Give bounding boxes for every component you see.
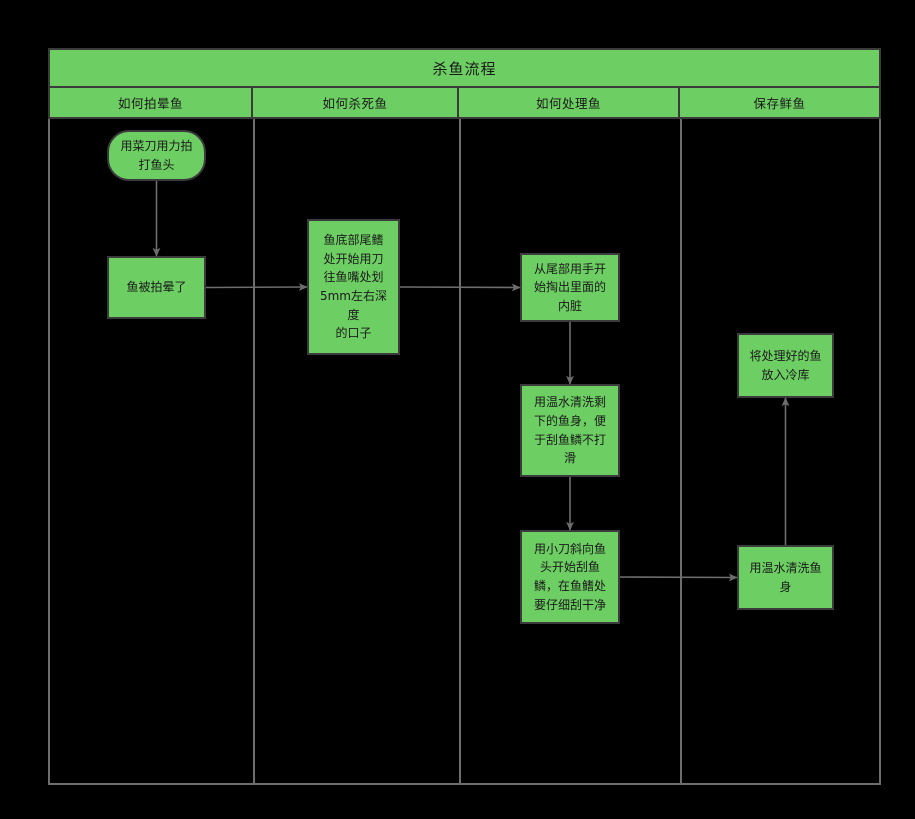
flow-node-label: 用菜刀用力拍 打鱼头 [120, 138, 193, 172]
lane-header-label: 如何拍晕鱼 [117, 96, 183, 111]
flow-node-n5[interactable]: 用温水清洗剩 下的鱼身，便 于刮鱼鳞不打 滑 [520, 384, 620, 477]
lane-divider-3 [680, 119, 682, 785]
lane-divider-2 [459, 119, 461, 785]
flow-node-label: 从尾部用手开 始掏出里面的 内脏 [533, 261, 606, 313]
lane-header-3[interactable]: 如何处理鱼 [457, 88, 680, 119]
flow-node-label: 将处理好的鱼 放入冷库 [749, 348, 822, 382]
flow-node-label: 鱼被拍晕了 [126, 280, 187, 295]
flow-node-label: 鱼底部尾鳍 处开始用刀 往鱼嘴处划 5mm左右深度 的口子 [319, 233, 387, 341]
diagram-title: 杀鱼流程 [48, 48, 881, 88]
flow-node-n7[interactable]: 将处理好的鱼 放入冷库 [737, 333, 834, 398]
lane-header-label: 保存鲜鱼 [753, 96, 806, 111]
lane-divider-1 [253, 119, 255, 785]
lane-dividers [48, 119, 881, 785]
flow-node-n8[interactable]: 用温水清洗鱼 身 [737, 545, 834, 610]
flow-node-n2[interactable]: 鱼被拍晕了 [107, 256, 206, 319]
lane-header-2[interactable]: 如何杀死鱼 [251, 88, 459, 119]
flow-node-label: 用温水清洗鱼 身 [749, 560, 822, 594]
flow-node-n3[interactable]: 鱼底部尾鳍 处开始用刀 往鱼嘴处划 5mm左右深度 的口子 [307, 219, 400, 355]
lane-header-label: 如何处理鱼 [535, 96, 601, 111]
lane-header-1[interactable]: 如何拍晕鱼 [48, 88, 253, 119]
flow-node-n4[interactable]: 从尾部用手开 始掏出里面的 内脏 [520, 253, 620, 322]
flow-node-n1[interactable]: 用菜刀用力拍 打鱼头 [107, 130, 206, 181]
lane-header-4[interactable]: 保存鲜鱼 [678, 88, 881, 119]
lane-header-label: 如何杀死鱼 [322, 96, 388, 111]
flow-node-label: 用温水清洗剩 下的鱼身，便 于刮鱼鳞不打 滑 [533, 395, 606, 466]
lane-header-row: 如何拍晕鱼 如何杀死鱼 如何处理鱼 保存鲜鱼 [48, 88, 881, 119]
flow-node-label: 用小刀斜向鱼 头开始刮鱼 鳞，在鱼鳍处 要仔细刮干净 [533, 541, 606, 612]
flow-node-n6[interactable]: 用小刀斜向鱼 头开始刮鱼 鳞，在鱼鳍处 要仔细刮干净 [520, 530, 620, 624]
